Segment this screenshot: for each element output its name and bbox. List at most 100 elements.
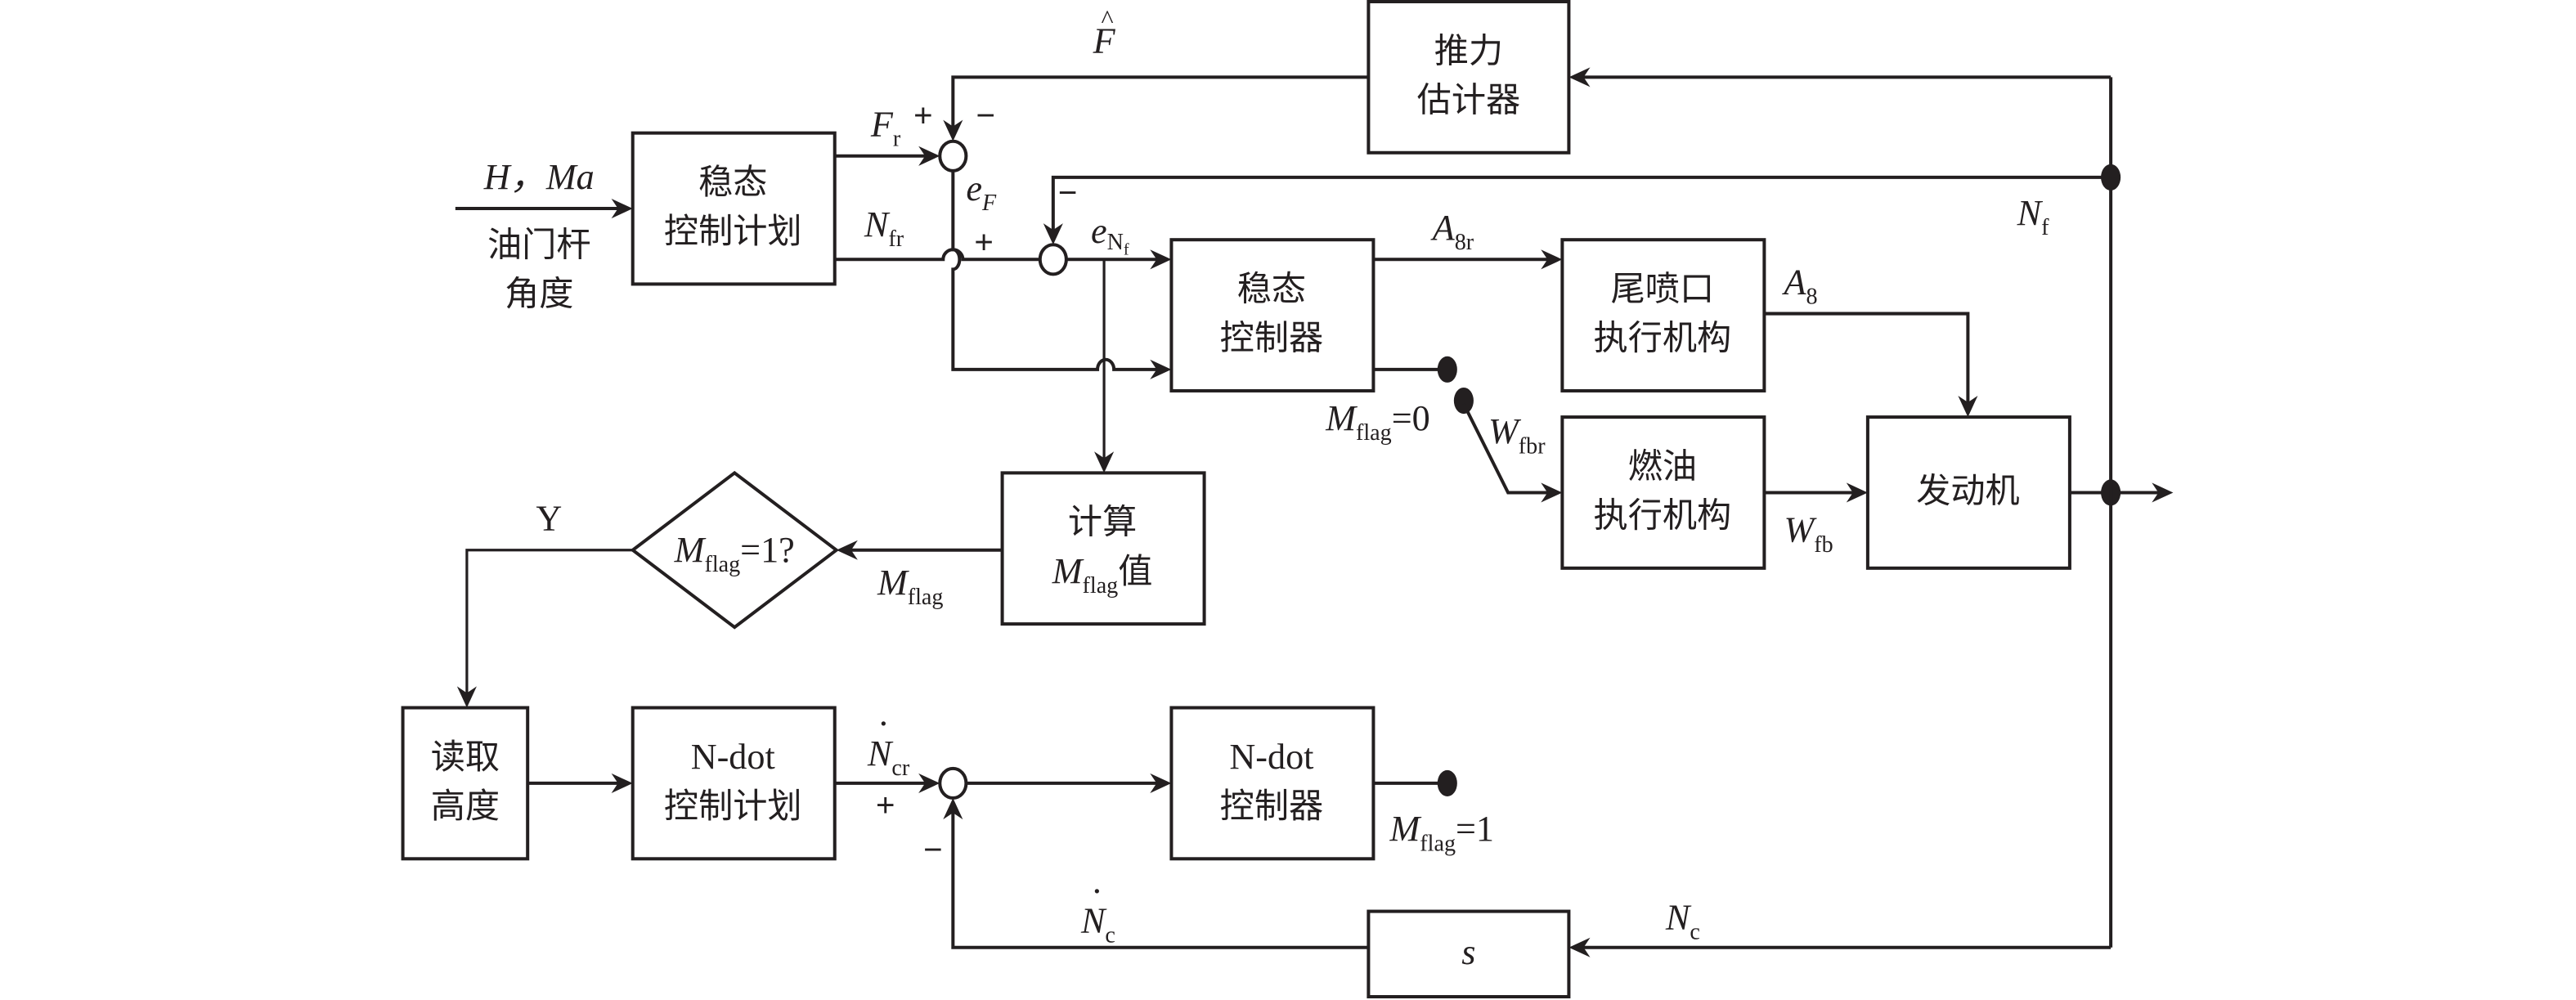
label-F-hat: F ^ — [1093, 4, 1116, 61]
block-label: 稳态 — [698, 162, 767, 202]
summing-junction-ndot — [938, 766, 968, 800]
summing-junction-thrust — [938, 139, 968, 173]
label-eNf: eNf — [1091, 211, 1129, 258]
block-label: 稳态 — [1237, 269, 1306, 309]
arrowhead-icon — [1043, 223, 1063, 245]
block-nozzle-actuator: 尾喷口 执行机构 — [1560, 238, 1766, 392]
block-label: 执行机构 — [1594, 496, 1732, 536]
wire-Nf-feedback — [1051, 175, 2112, 234]
arrowhead-icon — [1150, 359, 1172, 379]
dot-accent: · — [877, 704, 890, 744]
arrowhead-icon — [918, 773, 940, 793]
arrowhead-icon — [836, 540, 858, 560]
block-fuel-actuator: 燃油 执行机构 — [1560, 415, 1766, 570]
sign-minus: − — [976, 97, 994, 134]
block-label: 执行机构 — [1594, 318, 1732, 358]
arrowhead-icon — [611, 773, 633, 793]
hat-accent: ^ — [1102, 4, 1114, 34]
arrowhead-icon — [1568, 67, 1591, 87]
label-Mflag: Mflag — [877, 563, 944, 610]
arrowhead-icon — [1150, 773, 1172, 793]
block-label: 控制器 — [1220, 786, 1323, 826]
block-label: 控制器 — [1220, 318, 1323, 358]
block-label: 控制计划 — [664, 786, 802, 826]
block-label: 燃油 — [1628, 446, 1697, 486]
label-A8: A8 — [1781, 262, 1817, 309]
wire-eF — [951, 170, 1160, 371]
block-label: 计算 — [1068, 502, 1137, 542]
arrowhead-icon — [1094, 451, 1115, 473]
label-throttle-1: 油门杆 — [487, 224, 590, 264]
switch-arm-Wfbr — [1462, 403, 1551, 495]
block-engine: 发动机 — [1865, 415, 2071, 570]
block-label: Mflag值 — [1052, 551, 1153, 599]
sign-minus: − — [1058, 174, 1077, 211]
dot-accent: · — [1091, 872, 1103, 912]
block-derivative-s: s — [1367, 909, 1571, 998]
decision-label: Mflag=1? — [674, 530, 795, 577]
arrowhead-icon — [918, 146, 940, 166]
label-A8r: A8r — [1430, 208, 1474, 255]
block-label: 尾喷口 — [1611, 269, 1714, 309]
block-label: s — [1461, 932, 1475, 972]
switch-pivot — [1453, 387, 1474, 415]
sign-plus: + — [913, 97, 932, 134]
wire-A8 — [1764, 312, 1970, 406]
svg-text:Ncr: Ncr — [867, 733, 910, 781]
switch-contact-ndot — [1437, 769, 1457, 796]
block-ndot-schedule: N-dot 控制计划 — [631, 706, 837, 861]
switch-contact-steady — [1437, 356, 1457, 383]
label-Fr: Fr — [870, 105, 901, 152]
svg-text:F: F — [1093, 20, 1116, 61]
arrowhead-icon — [943, 797, 963, 820]
decision-mflag-equals-1: Mflag=1? — [630, 470, 840, 630]
label-Mflag-0: Mflag=0 — [1325, 398, 1430, 446]
block-label: 控制计划 — [664, 211, 802, 251]
block-label: N-dot — [1229, 737, 1314, 777]
block-label: 读取 — [431, 737, 500, 777]
wire-yes-branch — [465, 549, 633, 697]
block-calc-mflag: 计算 Mflag值 — [1000, 471, 1206, 626]
label-eF: eF — [966, 168, 997, 216]
block-label: 估计器 — [1417, 80, 1520, 120]
label-Nc-dot: Nc · — [1080, 872, 1115, 948]
arrowhead-icon — [1541, 482, 1563, 503]
summing-junction-speed — [1038, 243, 1068, 276]
block-ndot-controller: N-dot 控制器 — [1169, 706, 1376, 861]
block-read-altitude: 读取 高度 — [401, 706, 530, 861]
svg-text:Nc: Nc — [1080, 901, 1115, 948]
label-Mflag-1: Mflag=1 — [1389, 809, 1495, 856]
wire-F-hat — [951, 75, 1369, 132]
arrowhead-icon — [1541, 249, 1563, 270]
junction-dot — [2101, 164, 2121, 191]
label-Nfr: Nfr — [864, 204, 904, 252]
arrowhead-icon — [1958, 395, 1978, 418]
label-Wfbr: Wfbr — [1488, 411, 1546, 459]
block-label: N-dot — [691, 737, 776, 777]
label-yes: Y — [536, 499, 562, 539]
sign-plus: + — [876, 787, 895, 823]
arrowhead-icon — [1568, 937, 1591, 957]
arrowhead-icon — [1846, 482, 1868, 503]
arrowhead-icon — [1150, 249, 1172, 270]
wire-Nfr — [834, 248, 1040, 262]
block-label: 推力 — [1434, 30, 1503, 70]
arrowhead-icon — [2152, 482, 2174, 503]
block-steady-state-schedule: 稳态 控制计划 — [631, 131, 837, 286]
arrowhead-icon — [611, 198, 633, 219]
label-Wfb: Wfb — [1784, 510, 1833, 558]
wire-Nc-dot — [951, 809, 1369, 949]
label-Nf: Nf — [2017, 193, 2049, 240]
block-label: 发动机 — [1916, 471, 2019, 511]
arrowhead-icon — [456, 686, 477, 708]
label-Nc: Nc — [1665, 898, 1700, 945]
block-label: 高度 — [431, 786, 500, 826]
label-H-Ma: H，Ma — [483, 157, 595, 197]
label-throttle-2: 角度 — [505, 274, 573, 314]
arrowhead-icon — [943, 119, 963, 141]
sign-plus: + — [974, 223, 993, 260]
block-thrust-estimator: 推力 估计器 — [1367, 0, 1571, 155]
label-Ncr-dot: Ncr · — [867, 704, 910, 781]
block-steady-state-controller: 稳态 控制器 — [1169, 238, 1376, 392]
